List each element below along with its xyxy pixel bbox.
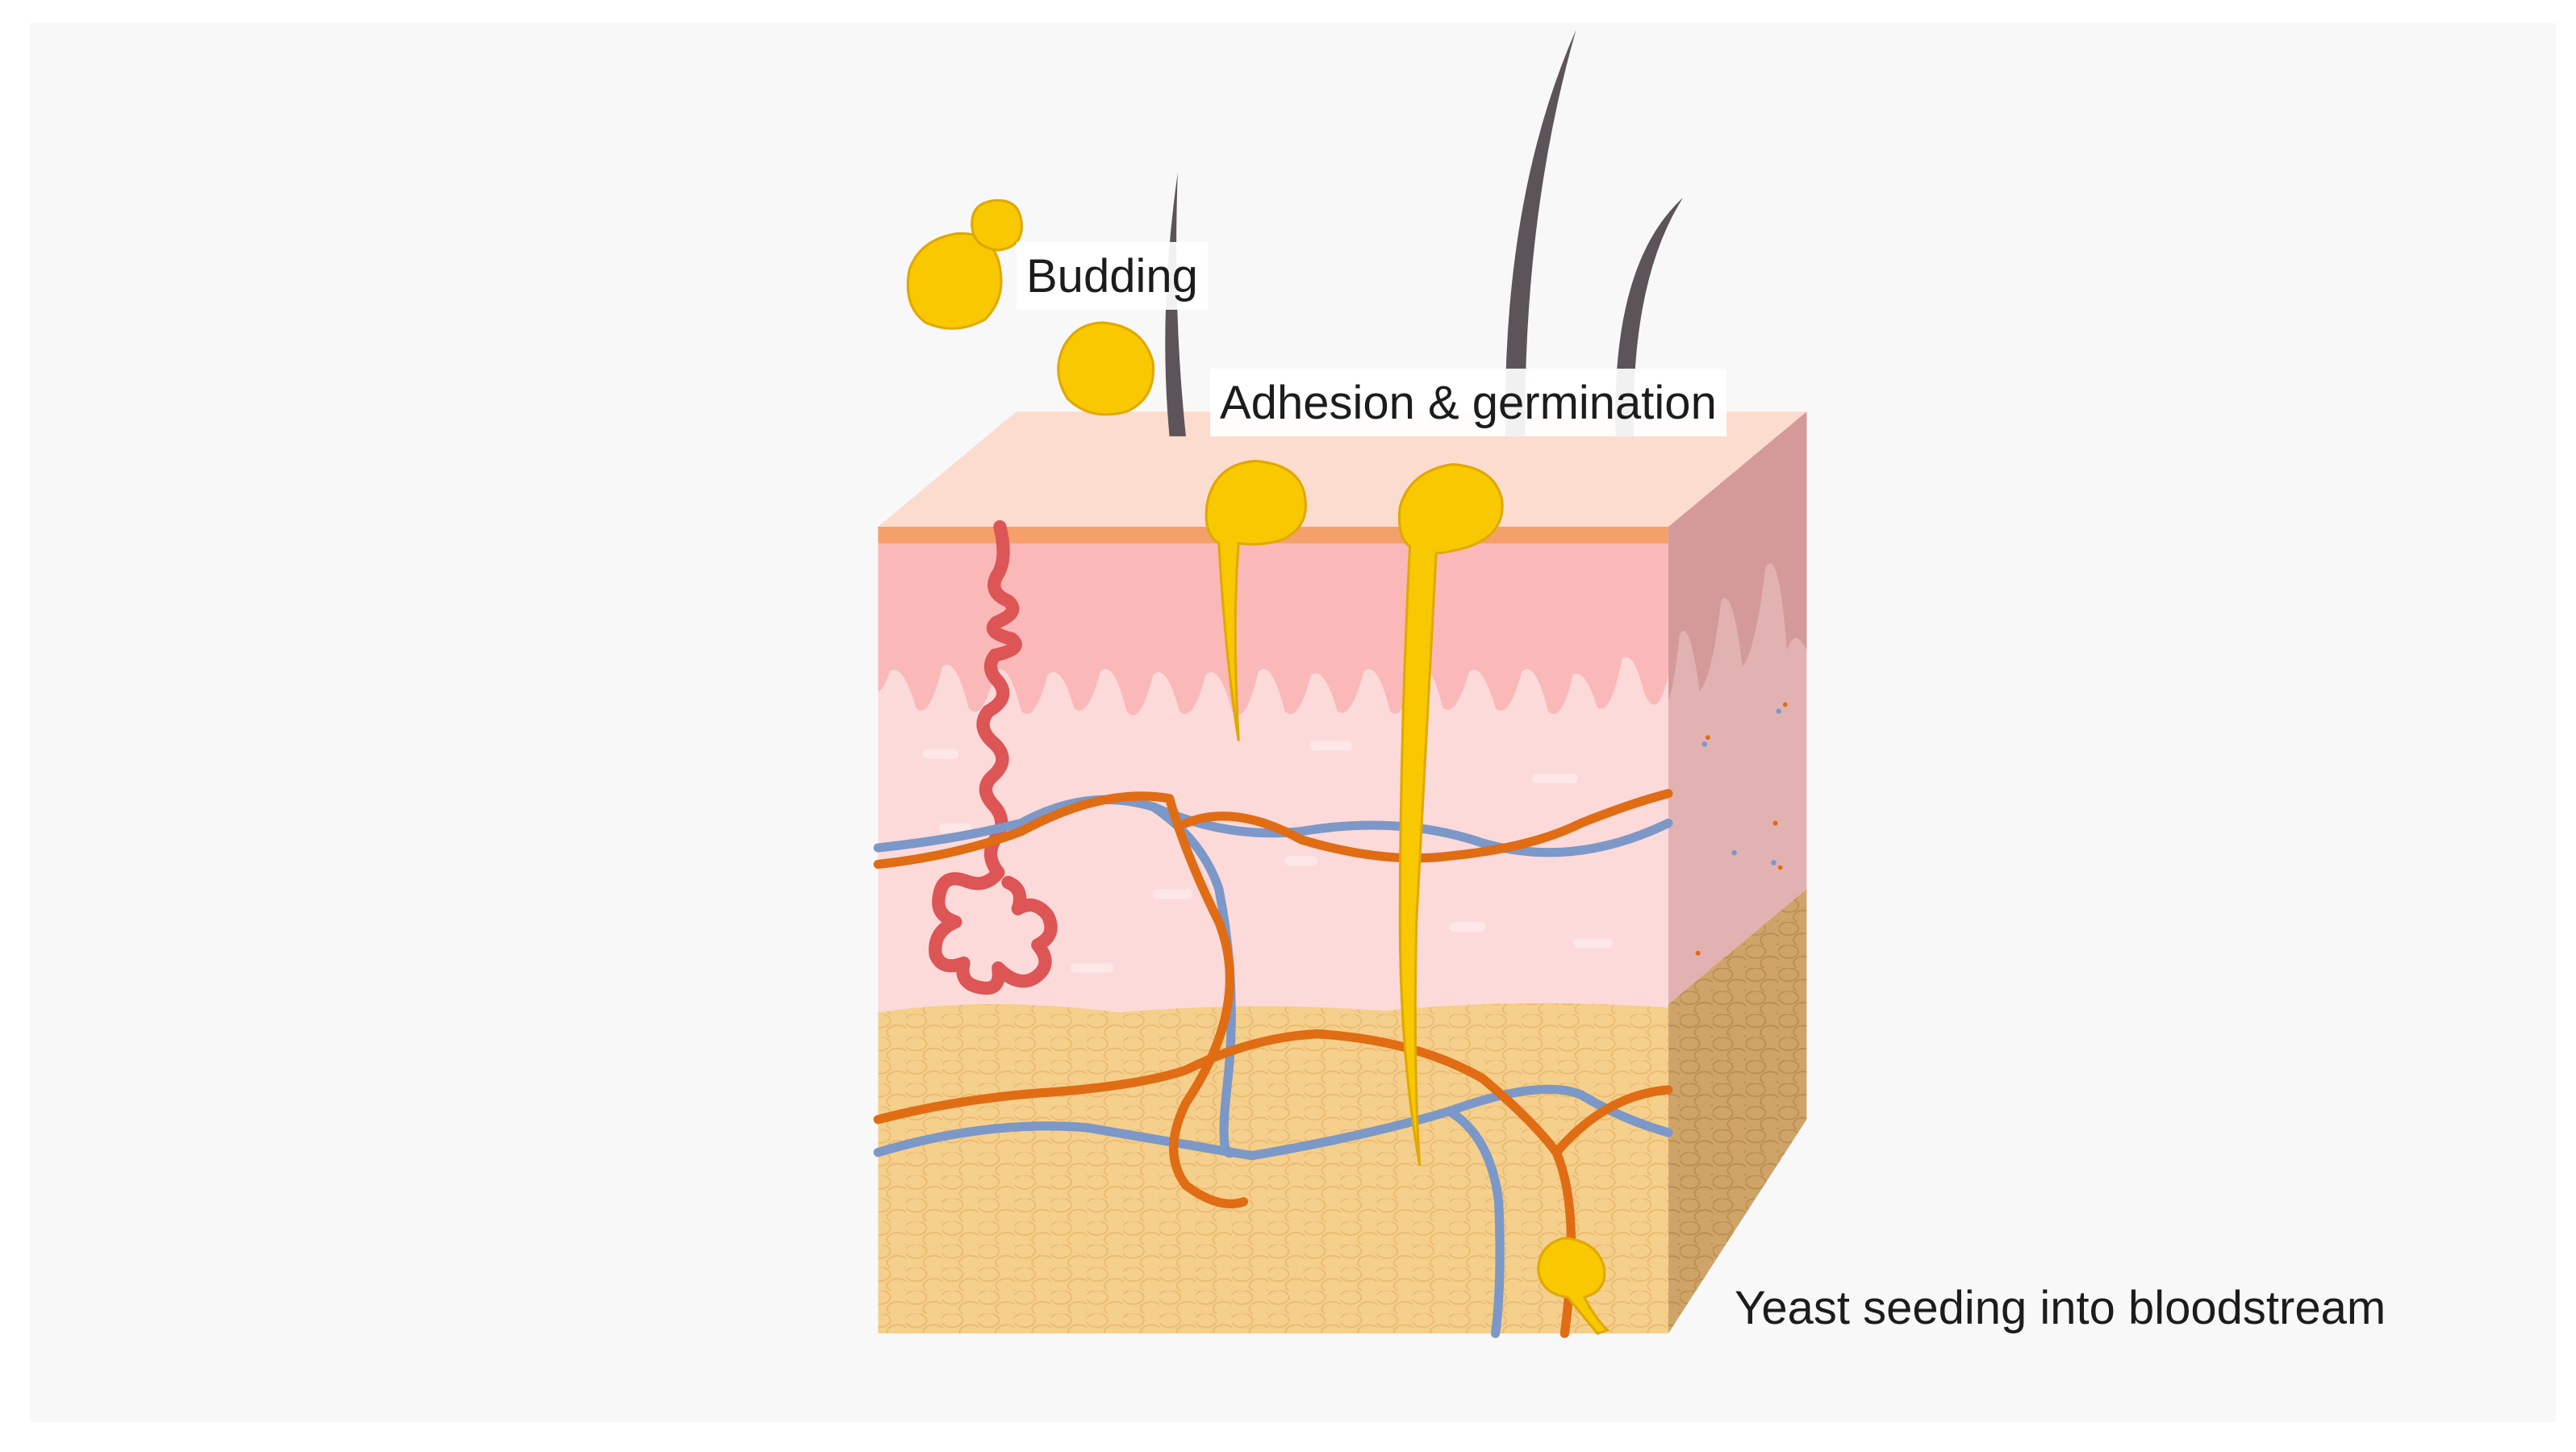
artery-icon (873, 1029, 1576, 1338)
budding-label: Budding (1017, 242, 1208, 310)
skin-block-side-face (1668, 411, 1807, 1334)
skin-block-top-face (878, 411, 1807, 528)
yeast-cell-icon (1397, 462, 1504, 1166)
artery-icon (873, 791, 1249, 1208)
yeast-cell-icon (971, 198, 1023, 252)
yeast-cell-icon (1204, 459, 1307, 741)
yeast-cell-icon (906, 232, 1003, 330)
yeast-cell-icon (1537, 1237, 1610, 1335)
hair-icon (1505, 29, 1576, 436)
vessel-network (873, 789, 1673, 1338)
bloodstream-seeding-label: Yeast seeding into bloodstream (1735, 1282, 2386, 1334)
yeast-cell-icon (1057, 321, 1155, 416)
skin-block-front-face (878, 527, 1668, 1334)
sweat-gland-icon (929, 519, 1058, 995)
artery-icon (1181, 789, 1673, 863)
vein-icon (873, 1084, 1673, 1161)
artery-icon (1551, 1085, 1673, 1158)
vein-icon (873, 795, 1673, 857)
vein-icon (1444, 1106, 1505, 1338)
adhesion-germination-label: Adhesion & germination (1210, 369, 1726, 436)
yeast-group (906, 198, 1610, 1335)
